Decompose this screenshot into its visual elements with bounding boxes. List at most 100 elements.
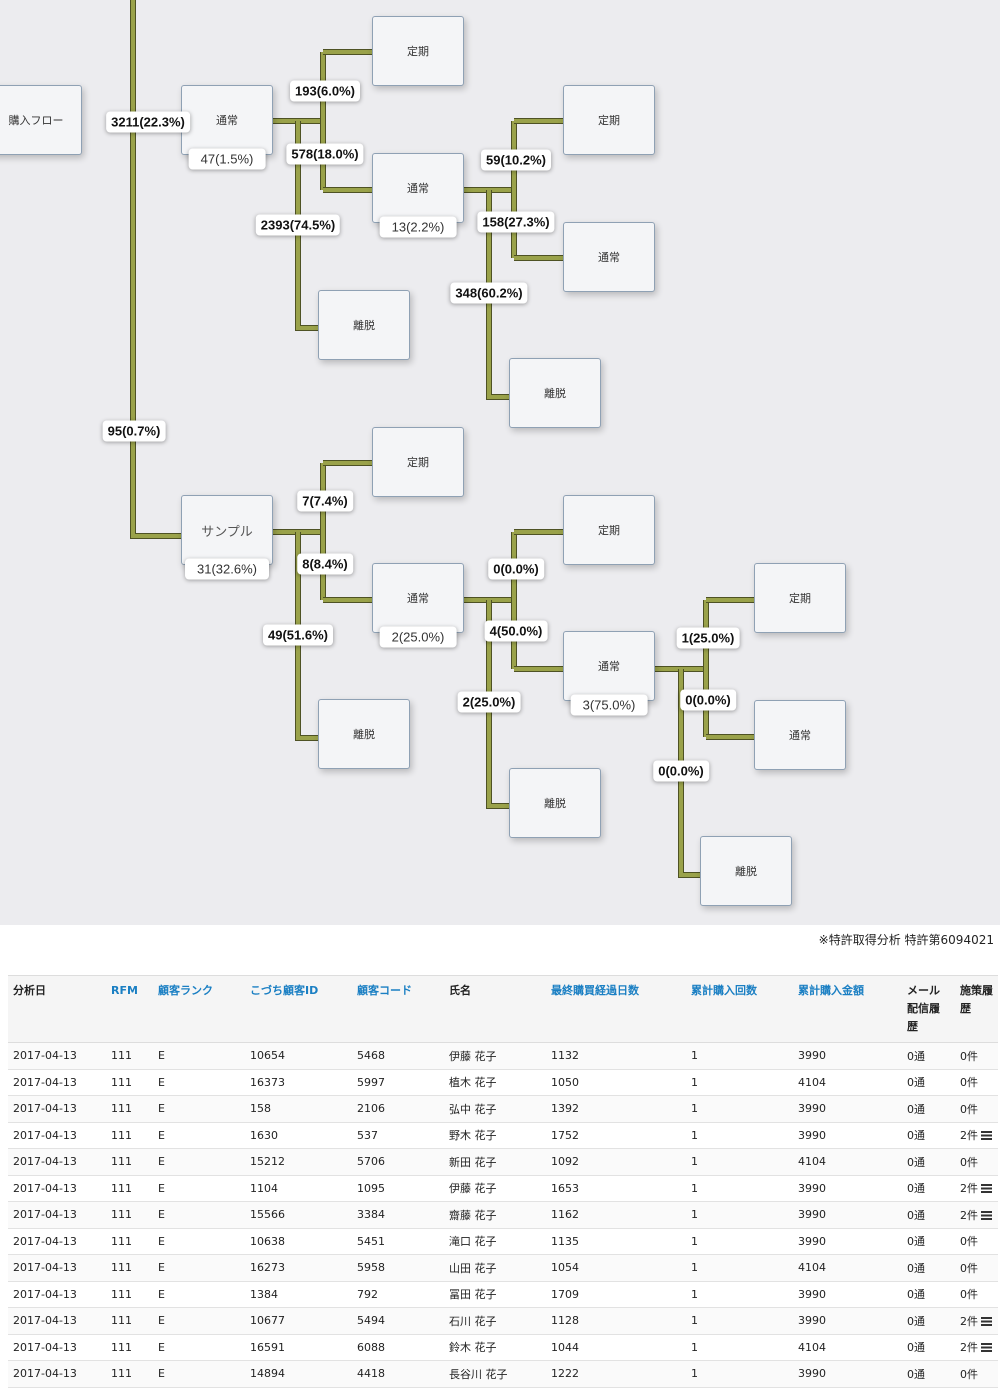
cell-total-purchase-count: 1 xyxy=(686,1360,793,1388)
flow-node-churn[interactable]: 離脱 xyxy=(700,836,792,906)
column-header-kozuchi-customer-id[interactable]: こづち顧客ID xyxy=(245,975,352,1043)
flow-node-subscription[interactable]: 定期 xyxy=(372,16,464,86)
cell-rfm: 111 xyxy=(106,1042,153,1070)
flow-node-regular[interactable]: 通常 xyxy=(372,153,464,223)
cell-analysis-date: 2017-04-13 xyxy=(8,1122,106,1149)
list-icon[interactable] xyxy=(981,1131,992,1141)
cell-mail-history: 0通 xyxy=(902,1148,955,1176)
cell-analysis-date: 2017-04-13 xyxy=(8,1281,106,1308)
cell-days-since-last-purchase: 1092 xyxy=(546,1148,686,1176)
cell-total-purchase-count: 1 xyxy=(686,1148,793,1176)
list-icon[interactable] xyxy=(981,1210,992,1220)
cell-mail-history: 0通 xyxy=(902,1360,955,1388)
flow-node-regular[interactable]: 通常 xyxy=(563,222,655,292)
column-header-customer-rank[interactable]: 顧客ランク xyxy=(153,975,245,1043)
cell-rfm: 111 xyxy=(106,1175,153,1202)
flow-node-churn[interactable]: 離脱 xyxy=(318,290,410,360)
edge-label: 8(8.4%) xyxy=(297,553,353,575)
cell-customer-name: 長谷川 花子 xyxy=(444,1360,546,1388)
cell-campaign-history: 0件 xyxy=(955,1281,998,1308)
flow-node-churn[interactable]: 離脱 xyxy=(509,768,601,838)
cell-mail-history: 0通 xyxy=(902,1175,955,1202)
column-header-customer-code[interactable]: 顧客コード xyxy=(352,975,444,1043)
cell-total-purchase-amount: 3990 xyxy=(793,1281,902,1308)
start-node-purchase-flow[interactable]: 購入フロー xyxy=(0,85,82,155)
cell-analysis-date: 2017-04-13 xyxy=(8,1254,106,1282)
cell-analysis-date: 2017-04-13 xyxy=(8,1042,106,1070)
flow-node-churn[interactable]: 離脱 xyxy=(509,358,601,428)
column-header-days-since-last-purchase[interactable]: 最終購買経過日数 xyxy=(546,975,686,1043)
cell-total-purchase-amount: 3990 xyxy=(793,1042,902,1070)
cell-total-purchase-count: 1 xyxy=(686,1228,793,1255)
flow-node-subscription[interactable]: 定期 xyxy=(563,495,655,565)
cell-rfm: 111 xyxy=(106,1069,153,1096)
cell-total-purchase-amount: 4104 xyxy=(793,1334,902,1361)
cell-customer-code: 4418 xyxy=(352,1360,444,1388)
edge-label: 1(25.0%) xyxy=(676,627,740,649)
flow-node-subscription[interactable]: 定期 xyxy=(563,85,655,155)
cell-customer-rank: E xyxy=(153,1122,245,1149)
flow-node-regular[interactable]: 通常 xyxy=(754,700,846,770)
cell-customer-name: 弘中 花子 xyxy=(444,1095,546,1123)
cell-campaign-history: 2件 xyxy=(955,1201,998,1229)
column-header-total-purchase-count[interactable]: 累計購入回数 xyxy=(686,975,793,1043)
flow-node-churn[interactable]: 離脱 xyxy=(318,699,410,769)
cell-total-purchase-amount: 3990 xyxy=(793,1228,902,1255)
cell-customer-name: 野木 花子 xyxy=(444,1122,546,1149)
stay-label: 2(25.0%) xyxy=(379,626,457,648)
flow-node-subscription[interactable]: 定期 xyxy=(754,563,846,633)
cell-customer-code: 5706 xyxy=(352,1148,444,1176)
cell-analysis-date: 2017-04-13 xyxy=(8,1175,106,1202)
cell-campaign-history: 0件 xyxy=(955,1148,998,1176)
cell-analysis-date: 2017-04-13 xyxy=(8,1148,106,1176)
edge-label: 0(0.0%) xyxy=(653,760,709,782)
flow-connectors xyxy=(130,0,754,878)
cell-total-purchase-count: 1 xyxy=(686,1095,793,1123)
cell-total-purchase-count: 1 xyxy=(686,1175,793,1202)
cell-mail-history: 0通 xyxy=(902,1122,955,1149)
flow-node-regular[interactable]: 通常 xyxy=(563,631,655,701)
cell-customer-name: 鈴木 花子 xyxy=(444,1334,546,1361)
column-header-analysis-date: 分析日 xyxy=(8,975,106,1043)
cell-rfm: 111 xyxy=(106,1334,153,1361)
list-icon[interactable] xyxy=(981,1316,992,1326)
flow-connector xyxy=(487,600,509,808)
cell-customer-rank: E xyxy=(153,1334,245,1361)
cell-analysis-date: 2017-04-13 xyxy=(8,1228,106,1255)
cell-customer-rank: E xyxy=(153,1042,245,1070)
cell-customer-rank: E xyxy=(153,1307,245,1335)
cell-customer-code: 5468 xyxy=(352,1042,444,1070)
flow-node-sample[interactable]: サンプル xyxy=(181,495,273,565)
column-header-customer-name: 氏名 xyxy=(444,975,546,1043)
cell-customer-name: 齋藤 花子 xyxy=(444,1201,546,1229)
cell-campaign-history: 0件 xyxy=(955,1228,998,1255)
cell-kozuchi-customer-id: 10638 xyxy=(245,1228,352,1255)
flow-node-regular[interactable]: 通常 xyxy=(372,563,464,633)
list-icon[interactable] xyxy=(981,1343,992,1353)
column-header-campaign-history: 施策履歴 xyxy=(955,975,998,1043)
cell-mail-history: 0通 xyxy=(902,1228,955,1255)
stay-label: 3(75.0%) xyxy=(570,694,648,716)
cell-customer-code: 5451 xyxy=(352,1228,444,1255)
cell-kozuchi-customer-id: 16373 xyxy=(245,1069,352,1096)
cell-mail-history: 0通 xyxy=(902,1254,955,1282)
cell-total-purchase-count: 1 xyxy=(686,1201,793,1229)
cell-kozuchi-customer-id: 10654 xyxy=(245,1042,352,1070)
cell-mail-history: 0通 xyxy=(902,1042,955,1070)
column-header-rfm[interactable]: RFM xyxy=(106,975,153,1043)
cell-days-since-last-purchase: 1044 xyxy=(546,1334,686,1361)
cell-customer-code: 6088 xyxy=(352,1334,444,1361)
flow-connector-outline xyxy=(130,0,181,539)
cell-days-since-last-purchase: 1135 xyxy=(546,1228,686,1255)
flow-node-regular[interactable]: 通常 xyxy=(181,85,273,155)
cell-total-purchase-count: 1 xyxy=(686,1334,793,1361)
column-header-total-purchase-amount[interactable]: 累計購入金額 xyxy=(793,975,902,1043)
list-icon[interactable] xyxy=(981,1184,992,1194)
flow-node-subscription[interactable]: 定期 xyxy=(372,427,464,497)
